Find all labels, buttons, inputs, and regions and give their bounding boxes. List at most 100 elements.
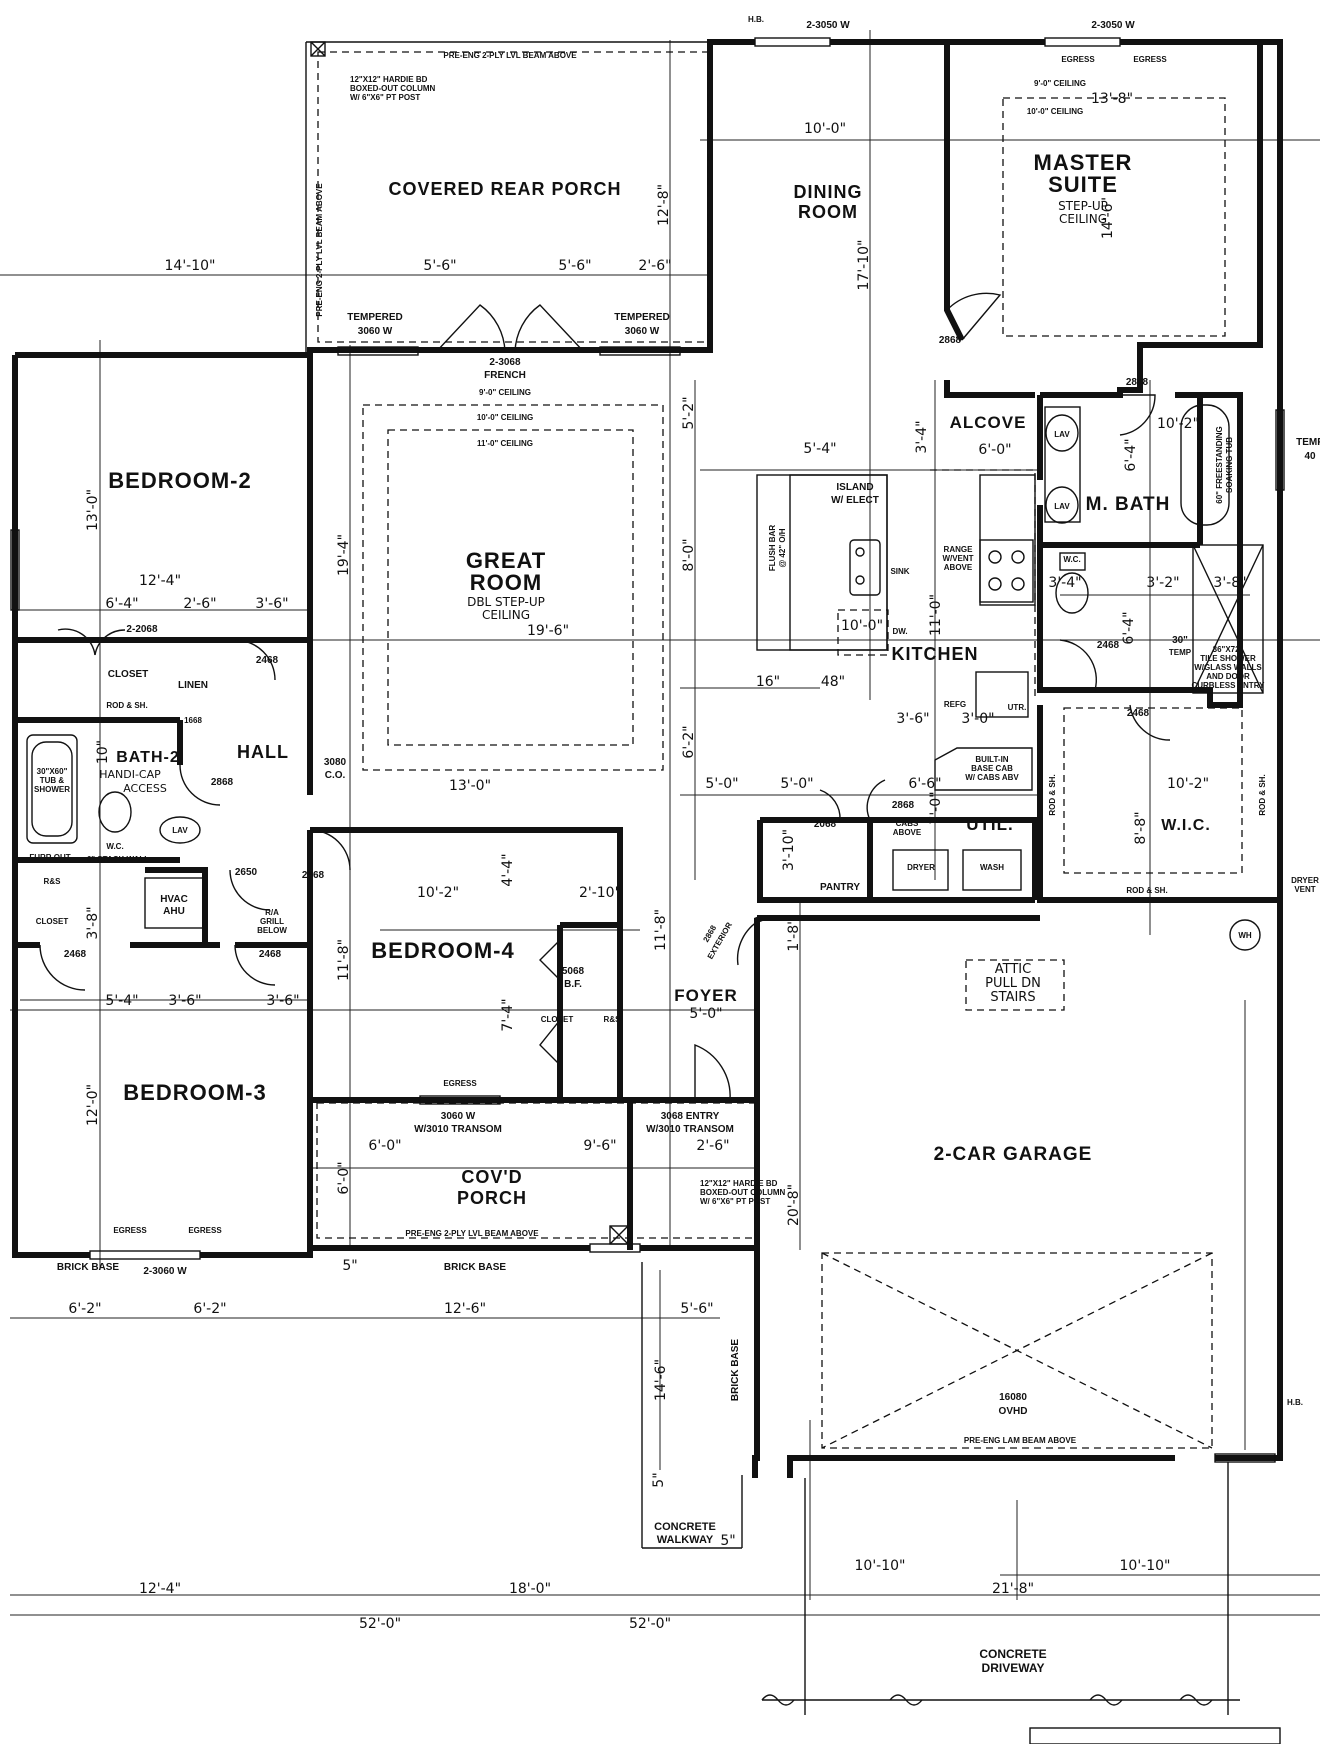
- egress-bed3-b: EGRESS: [188, 1226, 222, 1235]
- refrigerator-icon: [975, 671, 1029, 718]
- hose-bib-top: H.B.: [748, 15, 764, 24]
- alcove-label: ALCOVE: [950, 413, 1027, 432]
- dim-kitchen-v1: 5'-2": [681, 396, 697, 429]
- great-room-ceiling-2: CEILING: [482, 608, 530, 622]
- dim-bath2-height: 10": [95, 740, 111, 764]
- tempered-left-2: 3060 W: [358, 326, 393, 337]
- wc-master: W.C.: [1063, 555, 1080, 564]
- dim-alcove-depth: 3'-4": [914, 420, 930, 453]
- attic-label-2: PULL DN: [985, 976, 1041, 991]
- utility-label: UTIL.: [966, 815, 1014, 834]
- master-suite-label-2: SUITE: [1048, 172, 1118, 197]
- walkway-label: CONCRETE: [654, 1521, 716, 1533]
- door-2868-bath: 2868: [1126, 377, 1149, 388]
- bifold-door-note: 5068: [562, 966, 585, 977]
- kitchen-fixtures: [756, 474, 1036, 891]
- tile-shower-note-3: W/GLASS WALLS: [1194, 663, 1262, 672]
- dim-refg: 3'-6": [896, 711, 929, 727]
- rear-column-note: 12"X12" HARDIE BD: [350, 75, 428, 84]
- dim-covporch-b: 9'-6": [583, 1138, 616, 1154]
- dryer-icon: [892, 849, 949, 891]
- dim-hvac-depth: 3'-8": [85, 906, 101, 939]
- garage-door-note: 16080: [999, 1392, 1027, 1403]
- door-2468-bed4: 2468: [302, 870, 325, 881]
- wash-label: WASH: [980, 863, 1004, 872]
- dim-covporch-depth: 6'-0": [336, 1161, 352, 1194]
- tile-shower-note-2: TILE SHOWER: [1200, 654, 1256, 663]
- window-top-2: 2-3050 W: [1091, 20, 1135, 31]
- lav-bath2: LAV: [172, 826, 188, 835]
- hose-bib-right: H.B.: [1287, 1398, 1303, 1407]
- great-room-label: GREAT: [466, 548, 546, 573]
- dim-bottom-left: 12'-4": [139, 1581, 181, 1597]
- dim-wic-width: 10'-2": [1167, 776, 1209, 792]
- dim-porch-seg-3: 2'-6": [638, 258, 671, 274]
- rod-shelf-closet: ROD & SH.: [106, 701, 147, 710]
- dim-bed2-width: 12'-4": [139, 573, 181, 589]
- kitchen-label: KITCHEN: [892, 644, 979, 664]
- dim-refg-2: 3'-0": [961, 711, 994, 727]
- dim-kitchen-10: 10'-0": [841, 618, 883, 634]
- egress-master-2: EGRESS: [1133, 55, 1167, 64]
- soaking-tub-note-2: SOAKING TUB: [1225, 437, 1234, 493]
- driveway-label: CONCRETE: [979, 1647, 1046, 1661]
- water-heater-label: WH: [1238, 931, 1252, 940]
- bath-fixtures: [26, 404, 1264, 1245]
- garage-label: 2-CAR GARAGE: [934, 1144, 1093, 1165]
- door-2468-hall: 2468: [256, 655, 279, 666]
- dim-walk-depth: 14'-6": [653, 1359, 669, 1401]
- range-note-3: ABOVE: [944, 563, 973, 572]
- driveway-edge: [761, 1694, 1281, 1744]
- dim-dining-width: 10'-0": [804, 121, 846, 137]
- door-2468-bed3-b: 2468: [259, 949, 282, 960]
- furr-out: FURR OUT: [29, 853, 70, 862]
- temp-window-right-2: 40: [1304, 451, 1316, 462]
- hall-label: HALL: [237, 742, 289, 762]
- door-2068-pantry: 2068: [814, 819, 837, 830]
- master-ceiling-10: 10'-0" CEILING: [1027, 107, 1083, 116]
- temp-window-right: TEMP: [1296, 437, 1320, 448]
- island-note: ISLAND: [836, 482, 873, 493]
- rear-column-note-3: W/ 6"X6" PT POST: [350, 93, 420, 102]
- dim-walk-5a: 5": [342, 1258, 357, 1274]
- door-2868-master: 2868: [939, 335, 962, 346]
- rear-column-note-2: BOXED-OUT COLUMN: [350, 84, 436, 93]
- wc-bath2: W.C.: [106, 842, 123, 851]
- stack-wall: 6" STACK WALL: [87, 855, 149, 864]
- dim-alcove-width: 6'-0": [978, 442, 1011, 458]
- dining-room-label: DINING: [794, 182, 863, 202]
- bath-2-access: HANDI-CAP: [99, 768, 161, 781]
- soaking-tub-icon: [1180, 404, 1230, 526]
- ceiling-9: 9'-0" CEILING: [479, 388, 531, 397]
- tempered-right: TEMPERED: [614, 312, 670, 323]
- lav-icon: [1045, 486, 1079, 524]
- covered-rear-porch-label: COVERED REAR PORCH: [388, 179, 621, 199]
- dim-porch-seg-2: 5'-6": [558, 258, 591, 274]
- front-column-note-2: BOXED-OUT COLUMN: [700, 1188, 786, 1197]
- lam-beam-note: PRE-ENG LAM BEAM ABOVE: [964, 1436, 1077, 1445]
- dim-closet-c: 3'-6": [255, 596, 288, 612]
- door-2468-m2: 2468: [1127, 708, 1150, 719]
- french-door-note: 2-3068: [489, 357, 521, 368]
- dw-note: DW.: [892, 627, 907, 636]
- door-2-2068: 2-2068: [126, 624, 158, 635]
- dim-dining-depth: 17'-10": [856, 240, 872, 291]
- dim-great-depth: 19'-4": [336, 534, 352, 576]
- bath-2-label: BATH-2: [116, 749, 179, 766]
- front-column-note: 12"X12" HARDIE BD: [700, 1179, 778, 1188]
- dim-overall: 52'-0": [629, 1616, 671, 1632]
- temp-30: 30": [1172, 635, 1188, 646]
- dim-foyer-a: 5'-0": [705, 776, 738, 792]
- dim-garage-depth: 20'-8": [786, 1184, 802, 1226]
- bifold-door-note-2: B.F.: [564, 979, 582, 990]
- island-note-2: W/ ELECT: [831, 495, 879, 506]
- front-column-note-3: W/ 6"X6" PT POST: [700, 1197, 770, 1206]
- notes: PRE-ENG 2-PLY LVL BEAM ABOVE 12"X12" HAR…: [29, 15, 1320, 1445]
- dim-bed3-c: 3'-6": [266, 993, 299, 1009]
- built-in-note-3: W/ CABS ABV: [965, 773, 1019, 782]
- wic-label: W.I.C.: [1161, 817, 1211, 834]
- great-room-label-2: ROOM: [470, 570, 542, 595]
- dashed-lines: [316, 51, 1243, 1449]
- dim-brick-left-1: 6'-2": [68, 1301, 101, 1317]
- washer-icon: [962, 849, 1022, 891]
